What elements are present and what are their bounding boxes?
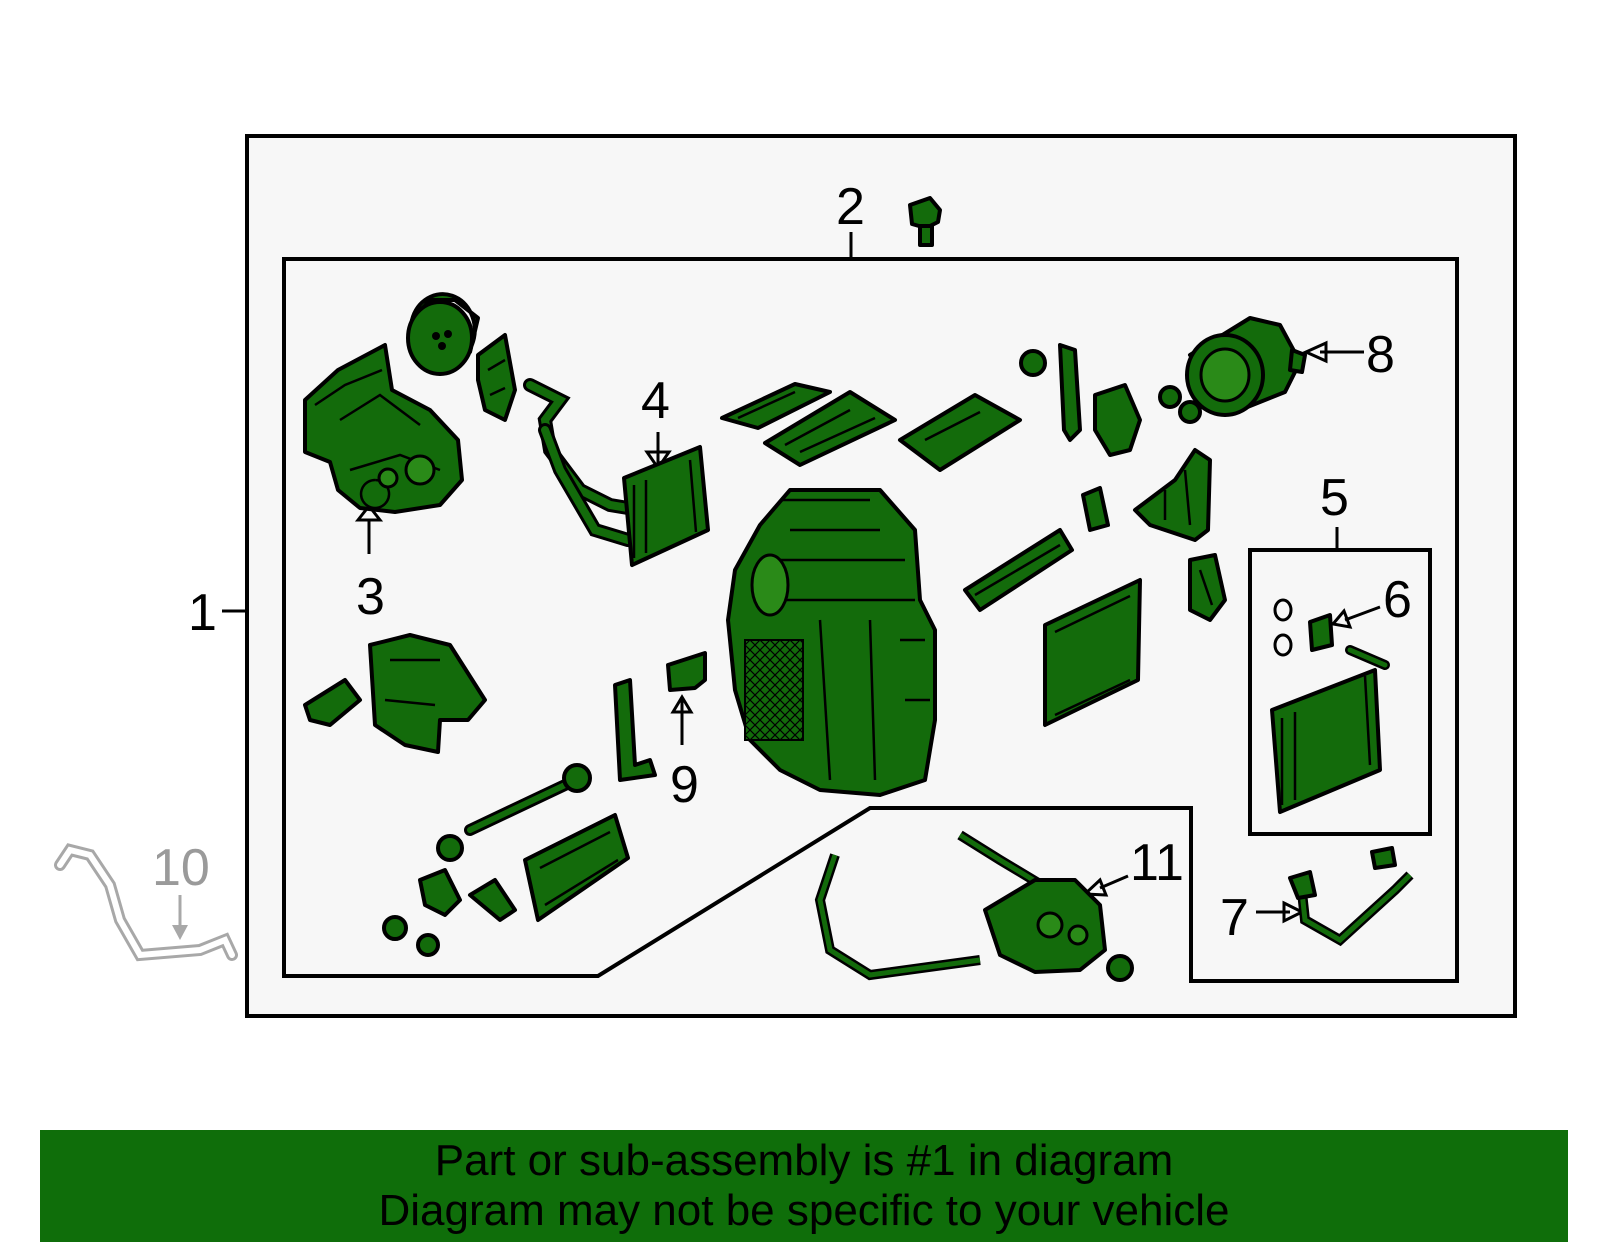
ghost-pipe-part-10 — [54, 843, 238, 962]
suction-hose — [1288, 846, 1414, 947]
side-duct-bracket — [1133, 448, 1212, 542]
blower-bracket — [476, 333, 517, 422]
evaporator-subframe — [1248, 548, 1432, 836]
callout-10: 10 — [152, 839, 210, 897]
heater-core — [622, 445, 710, 567]
callout-8: 8 — [1366, 326, 1395, 384]
banner-line-2: Diagram may not be specific to your vehi… — [378, 1186, 1230, 1235]
expansion-valve — [1273, 598, 1334, 657]
callout-6: 6 — [1383, 571, 1412, 629]
air-mix-actuator — [303, 633, 487, 754]
callout-2: 2 — [836, 178, 865, 236]
callout-7: 7 — [1220, 889, 1249, 947]
filter-cover — [963, 528, 1074, 612]
callout-9: 9 — [670, 756, 699, 814]
drain-hose — [1188, 553, 1227, 622]
link-arm — [1019, 343, 1082, 442]
banner-line-1: Part or sub-assembly is #1 in diagram — [434, 1136, 1174, 1185]
mounting-bolt — [908, 196, 942, 247]
callout-4: 4 — [641, 372, 670, 430]
housing-boundary — [282, 257, 1459, 983]
damper-door-3 — [898, 393, 1022, 472]
actuator-clip — [1081, 486, 1110, 532]
lower-levers — [382, 868, 517, 957]
temperature-sensor — [666, 651, 707, 692]
blower-motor — [1185, 316, 1307, 417]
cabin-filter — [1043, 578, 1142, 727]
evaporator-core — [1270, 645, 1390, 814]
callout-5: 5 — [1320, 469, 1349, 527]
damper-door-2 — [763, 390, 897, 467]
control-rod — [436, 763, 592, 862]
mode-actuator-bracket — [1093, 383, 1202, 457]
damper-door-1 — [720, 382, 832, 430]
lower-damper-door — [523, 813, 630, 922]
callout-3: 3 — [356, 568, 385, 626]
callout-11: 11 — [1130, 834, 1184, 892]
callout-1: 1 — [188, 584, 217, 642]
vertical-link-rod — [613, 678, 657, 782]
hvac-case — [726, 488, 937, 797]
leader-lines — [172, 232, 1381, 940]
heater-pipe — [523, 378, 635, 547]
disclaimer-banner: Part or sub-assembly is #1 in diagram Di… — [40, 1130, 1568, 1242]
blower-fan — [406, 292, 480, 376]
mode-actuator-motor — [983, 878, 1134, 982]
callout-labels: 1 2 3 4 5 6 7 8 9 10 11 — [152, 178, 1412, 947]
blower-housing — [303, 343, 464, 514]
